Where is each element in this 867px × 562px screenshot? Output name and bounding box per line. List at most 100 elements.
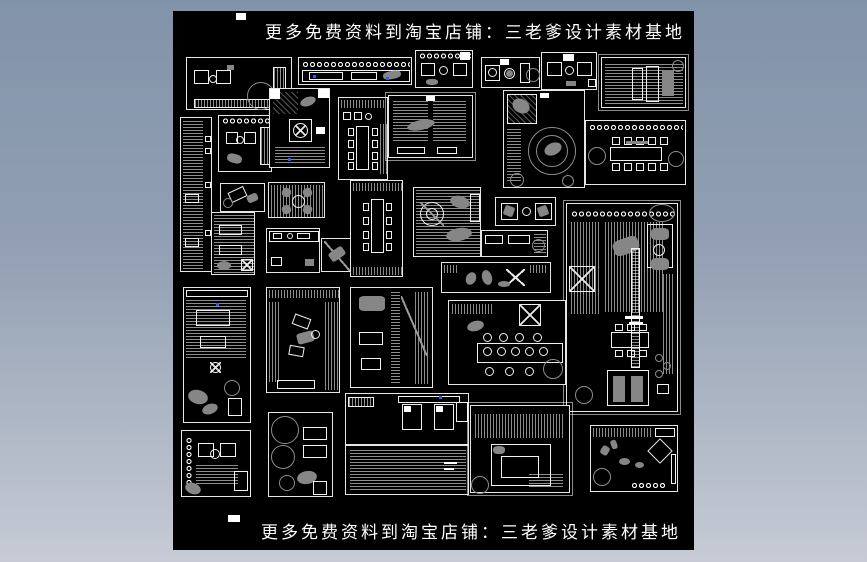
cad-block-room-b[interactable]: [481, 230, 548, 257]
snap-dot: [288, 158, 291, 161]
hv-shape: [349, 398, 373, 406]
g-shape: [566, 81, 576, 86]
armchair: [421, 63, 435, 76]
o-shape: [470, 194, 480, 222]
door-arc: [271, 445, 295, 469]
hv-shape: [593, 428, 651, 437]
cad-block-spa-room[interactable]: [590, 425, 678, 492]
cad-block-living-sofa-l[interactable]: [186, 57, 292, 110]
pool-table: [501, 456, 539, 478]
cad-block-sofa-set-a[interactable]: [415, 50, 473, 88]
cad-block-desk-rot[interactable]: [220, 183, 265, 212]
cad-block-arrow-box[interactable]: [321, 238, 351, 272]
cad-block-bedroom-round[interactable]: [503, 90, 585, 188]
cad-block-twin-bed-room[interactable]: [345, 393, 469, 445]
o-shape: [437, 147, 457, 154]
table: [371, 199, 384, 253]
door: [313, 481, 327, 495]
cad-block-sofa-set-b[interactable]: [541, 52, 597, 90]
cad-block-dining-v-a[interactable]: [338, 97, 388, 180]
hh-shape: [433, 101, 466, 143]
figure: [480, 268, 494, 287]
o-shape: [271, 257, 282, 266]
plant: [593, 468, 611, 486]
cad-block-util-room[interactable]: [481, 57, 540, 88]
cad-block-wardrobe-tall[interactable]: [180, 117, 212, 272]
dots-shape: [419, 53, 471, 59]
cad-block-spiral-room[interactable]: [413, 187, 481, 257]
snap-dot: [439, 396, 442, 399]
o-shape: [386, 243, 392, 251]
gc-shape: [655, 370, 663, 378]
o-shape: [646, 66, 659, 102]
cad-block-twin-hatch-room[interactable]: [385, 92, 476, 161]
f-shape: [629, 322, 643, 325]
cad-block-kitchen-elev[interactable]: [266, 228, 320, 273]
cad-block-dining-h[interactable]: [585, 120, 686, 185]
o-shape: [648, 163, 656, 171]
o-shape: [507, 94, 537, 124]
armchair: [453, 63, 467, 76]
bed: [434, 404, 454, 430]
cad-block-salon[interactable]: [441, 262, 551, 293]
lounger: [613, 376, 625, 402]
cad-block-living-b[interactable]: [181, 430, 251, 497]
hv-shape: [325, 302, 339, 390]
cad-block-terrace[interactable]: [563, 200, 681, 415]
scallop-edge: [571, 210, 675, 218]
o-shape: [363, 243, 369, 251]
hv-shape: [274, 68, 285, 103]
o-shape: [386, 217, 392, 225]
cad-block-twin-desk[interactable]: [495, 197, 556, 226]
cad-block-hatch-desks[interactable]: [211, 212, 255, 275]
o-shape: [627, 350, 635, 357]
gc-shape: [663, 362, 671, 370]
round-bed: [528, 127, 576, 175]
sink: [287, 233, 293, 239]
cad-block-pool-room[interactable]: [467, 402, 573, 496]
cad-block-dining-round[interactable]: [268, 182, 325, 218]
cad-block-bed-stairs[interactable]: [350, 287, 433, 388]
o-shape: [588, 79, 596, 87]
cad-block-deck[interactable]: [345, 445, 469, 495]
f-shape: [444, 468, 454, 470]
gc-shape: [649, 204, 675, 222]
o-shape: [291, 313, 312, 330]
gc-shape: [223, 198, 233, 208]
cad-block-bedroom-fan[interactable]: [269, 88, 330, 168]
o-shape: [372, 128, 378, 136]
o-shape: [491, 444, 551, 486]
snap-dot: [386, 77, 389, 80]
f-shape: [625, 316, 643, 319]
o-shape: [485, 235, 503, 244]
cad-block-lounge-rot[interactable]: [266, 287, 340, 393]
cad-block-wardrobe-elev[interactable]: [598, 54, 689, 111]
table: [610, 147, 662, 161]
o-shape: [348, 128, 354, 136]
hh-shape: [529, 474, 563, 488]
fish: [635, 462, 644, 468]
desk: [219, 225, 242, 235]
door-arc: [532, 239, 545, 252]
o-shape: [348, 152, 354, 160]
cad-block-dining-room-c[interactable]: [448, 300, 566, 385]
cad-block-console-table[interactable]: [298, 57, 412, 85]
pillow: [404, 406, 411, 412]
cad-block-seating-room[interactable]: [218, 115, 272, 172]
o-shape: [205, 136, 211, 142]
grip: [318, 89, 329, 98]
grip: [270, 89, 280, 99]
o-shape: [359, 332, 383, 345]
drawing-canvas[interactable]: 更多免费资料到淘宝店铺：三老爹设计素材基地 更多免费资料到淘宝店铺：三老爹设计素…: [173, 11, 694, 550]
cad-block-bedroom-tall[interactable]: [183, 287, 251, 423]
bed: [359, 296, 385, 311]
snap-dot: [216, 303, 219, 306]
c-shape: [439, 66, 448, 75]
counter: [269, 231, 319, 242]
grip: [426, 96, 435, 101]
curtain: [589, 124, 683, 131]
cad-block-arc-room[interactable]: [268, 412, 333, 497]
gh-shape: [273, 92, 298, 114]
o-shape: [205, 230, 211, 236]
cad-block-dining-v-b[interactable]: [350, 180, 403, 277]
